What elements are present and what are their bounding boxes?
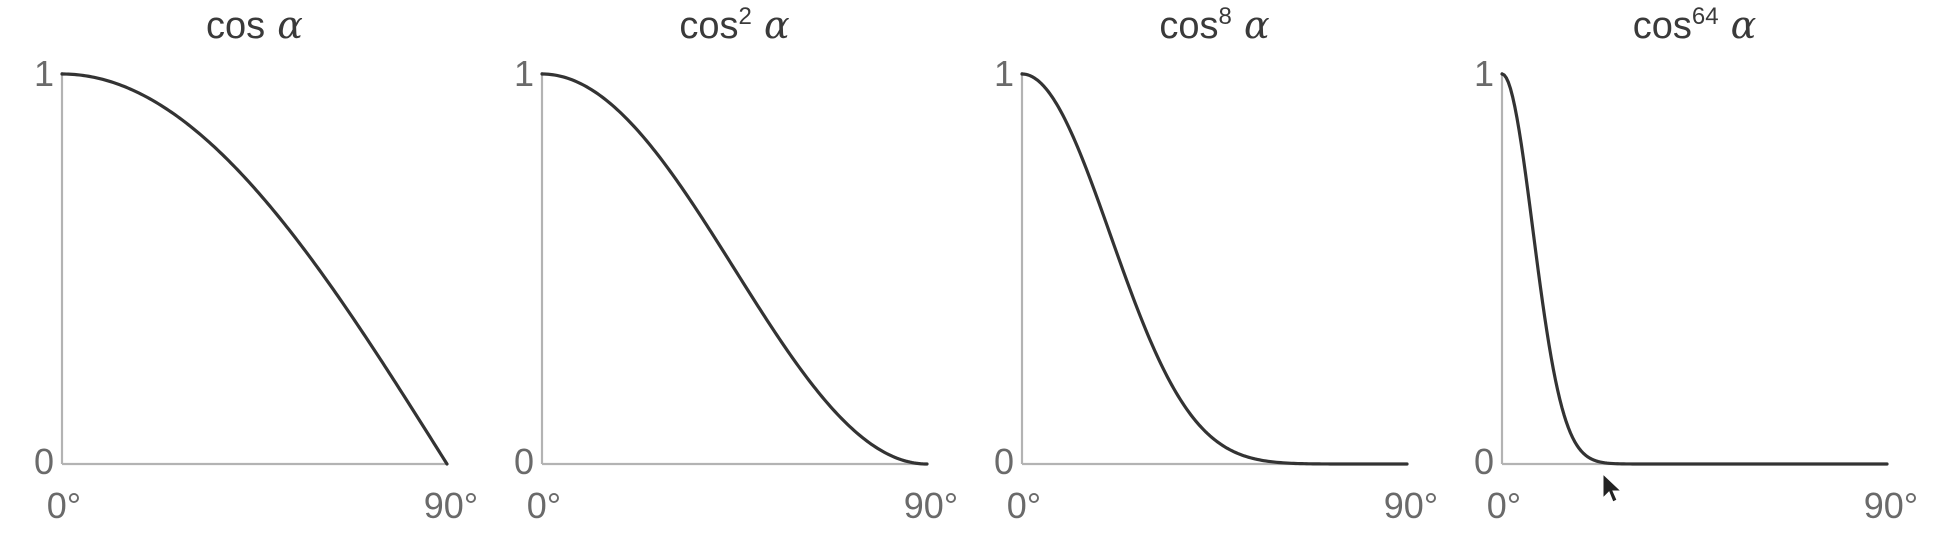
y-tick-label-min: 0	[514, 441, 534, 482]
chart-title-base: cos	[206, 5, 265, 47]
mouse-pointer-icon	[1602, 472, 1623, 503]
x-tick-label-min: 0°	[1487, 485, 1521, 526]
x-tick-label-min: 0°	[47, 485, 81, 526]
chart-title-base: cos	[1633, 5, 1692, 47]
chart-title-base: cos	[1159, 5, 1218, 47]
chart-title-exponent: 64	[1692, 3, 1719, 30]
panel-1: cos α 1 00° 90°	[34, 3, 478, 526]
y-tick-label-min: 0	[994, 441, 1014, 482]
series-line-cos-power-8	[1020, 72, 1409, 466]
series-line-cos-power-2	[540, 72, 929, 466]
y-tick-label-min: 0	[34, 441, 54, 482]
y-tick-label-max: 1	[1474, 53, 1494, 94]
chart-title-symbol: α	[265, 3, 303, 47]
x-tick-label-max: 90°	[904, 485, 958, 526]
chart-title: cos α	[206, 3, 303, 47]
chart-title-base: cos	[679, 5, 738, 47]
chart-title: cos8 α	[1159, 3, 1269, 47]
y-tick-label-max: 1	[34, 53, 54, 94]
panel-3: cos8 α 1 00° 90°	[994, 3, 1438, 526]
x-tick-label-min: 0°	[527, 485, 561, 526]
panel-2: cos2 α 1 00° 90°	[514, 3, 958, 526]
y-tick-label-min: 0	[1474, 441, 1494, 482]
y-tick-label-max: 1	[994, 53, 1014, 94]
x-tick-label-max: 90°	[1384, 485, 1438, 526]
chart-title: cos64 α	[1633, 3, 1757, 47]
chart-title-symbol: α	[1232, 3, 1270, 47]
chart-title-exponent: 8	[1219, 3, 1232, 30]
series-line-cos-power-64	[1500, 72, 1889, 466]
chart-title-exponent: 2	[739, 3, 752, 30]
x-tick-label-min: 0°	[1007, 485, 1041, 526]
series-line-cos-power-1	[60, 72, 449, 466]
chart-title: cos2 α	[679, 3, 789, 47]
x-tick-label-max: 90°	[1864, 485, 1918, 526]
panel-4: cos64 α 1 00° 90°	[1474, 3, 1918, 526]
x-tick-label-max: 90°	[424, 485, 478, 526]
chart-title-symbol: α	[1719, 3, 1757, 47]
y-tick-label-max: 1	[514, 53, 534, 94]
chart-title-symbol: α	[752, 3, 790, 47]
